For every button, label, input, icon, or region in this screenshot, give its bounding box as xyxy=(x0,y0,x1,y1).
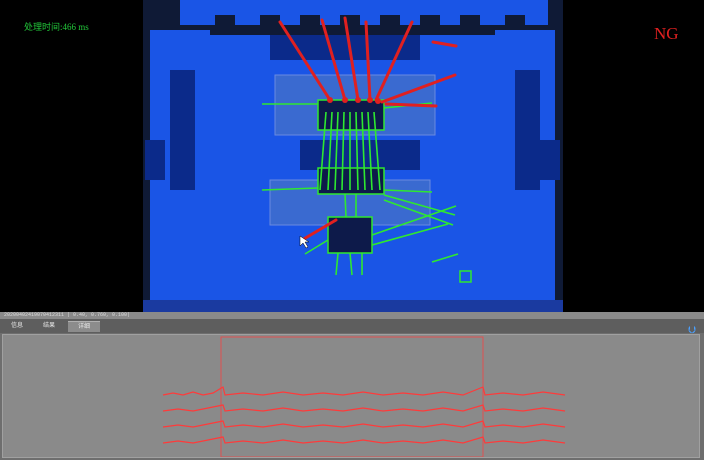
tab-details[interactable]: 详细 xyxy=(68,321,100,332)
tab-info[interactable]: 信息 xyxy=(10,323,23,329)
result-panel: 20200402419070412311 | 0.40, 0.760, 0.10… xyxy=(0,312,704,460)
inspection-image xyxy=(143,0,563,312)
mouse-cursor-icon xyxy=(299,235,310,249)
double-chevron-down-icon[interactable]: ⮋ xyxy=(688,325,696,336)
processing-time-label: 处理时间:466 ms xyxy=(24,22,89,32)
tab-results[interactable]: 结果 xyxy=(42,323,55,329)
verdict-label: NG xyxy=(654,24,679,43)
inspection-image-viewer[interactable]: 处理时间:466 ms NG xyxy=(0,0,704,312)
panel-tabs: 信息 结果 详细 ⮋ xyxy=(0,319,704,336)
info-bar: 20200402419070412311 | 0.40, 0.760, 0.10… xyxy=(0,312,704,319)
details-content xyxy=(2,334,700,458)
details-graphic xyxy=(162,336,566,457)
